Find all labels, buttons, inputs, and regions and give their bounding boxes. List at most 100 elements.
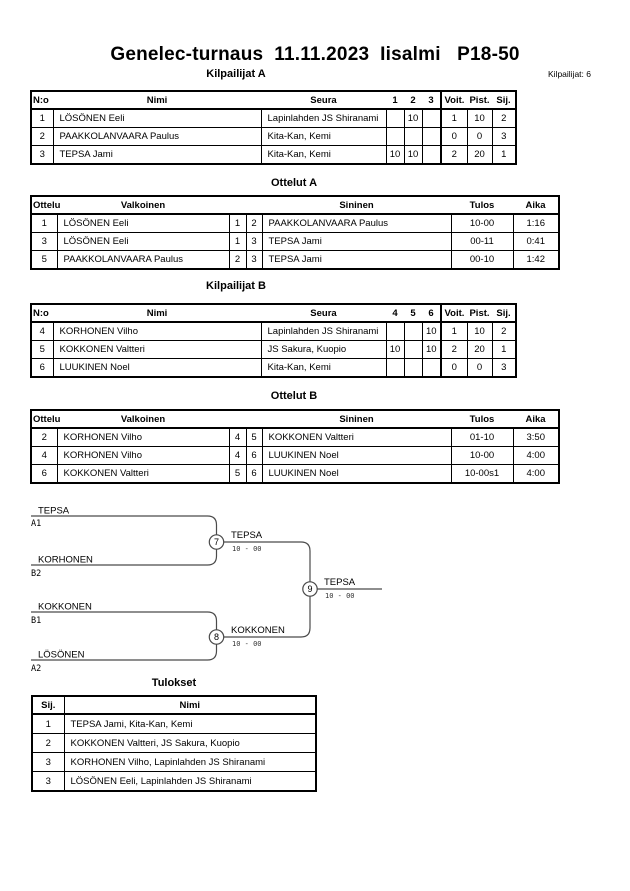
- cell-pist: 10: [466, 321, 493, 341]
- cell-sij: 2: [491, 321, 517, 341]
- col-header-sno: [246, 410, 262, 429]
- cell-score-2: 10: [403, 145, 423, 165]
- cell-nimi: TEPSA Jami: [52, 145, 262, 165]
- cell-result: 00-11: [450, 232, 514, 251]
- col-header-1: 1: [386, 91, 404, 110]
- ottelut-b-table: Ottelu Valkoinen Sininen Tulos Aika 2 KO…: [30, 409, 560, 484]
- cell-seura: Kita-Kan, Kemi: [260, 127, 387, 146]
- col-header-nimi: Nimi: [53, 91, 261, 110]
- cell-score-1: [385, 108, 405, 128]
- bracket-line: [31, 611, 218, 630]
- col-header-sno: [246, 196, 262, 215]
- section-title-ottelut-b: Ottelut B: [270, 390, 318, 402]
- match-7-circle: [208, 534, 225, 550]
- cell-seura: Kita-Kan, Kemi: [260, 358, 387, 378]
- cell-match-no: 1: [30, 213, 58, 233]
- cell-score-5: [403, 321, 423, 341]
- cell-white-name: KORHONEN Vilho: [56, 427, 230, 447]
- cell-seura: JS Sakura, Kuopio: [260, 340, 387, 359]
- cell-no: 2: [30, 127, 54, 146]
- cell-sij: 2: [31, 733, 65, 753]
- cell-pist: 20: [466, 340, 493, 359]
- cell-blue-no: 3: [245, 232, 263, 251]
- cell-time: 4:00: [512, 446, 560, 465]
- bracket-competitor: KOKKONEN: [38, 602, 92, 613]
- cell-sij: 1: [491, 340, 517, 359]
- cell-score-4: [385, 321, 405, 341]
- cell-sij: 1: [491, 145, 517, 165]
- cell-score-3: [421, 127, 442, 146]
- table-row: 2 PAAKKOLANVAARA Paulus Kita-Kan, Kemi 0…: [30, 127, 517, 146]
- col-header-2: 2: [404, 91, 422, 110]
- match-7-number: 7: [214, 537, 219, 547]
- page-title: Genelec-turnaus 11.11.2023 Iisalmi P18-5…: [110, 44, 520, 65]
- cell-score-4: [385, 358, 405, 378]
- bracket-seed: A2: [31, 664, 41, 674]
- cell-result: 01-10: [450, 427, 514, 447]
- bracket-seed: B2: [31, 569, 41, 579]
- cell-white-name: LÖSÖNEN Eeli: [56, 213, 230, 233]
- col-header-no: N:o: [31, 91, 53, 110]
- cell-white-no: 4: [228, 446, 247, 465]
- cell-score-1: 10: [385, 145, 405, 165]
- cell-blue-name: LUUKINEN Noel: [261, 446, 452, 465]
- col-header-aika: Aika: [513, 410, 559, 429]
- table-row: 1 TEPSA Jami, Kita-Kan, Kemi: [31, 713, 317, 734]
- cell-blue-no: 3: [245, 250, 263, 270]
- bracket-competitor: KORHONEN: [38, 555, 93, 566]
- cell-white-no: 4: [228, 427, 247, 447]
- bracket-line: [223, 541, 311, 582]
- cell-sij: 1: [31, 713, 65, 734]
- table-row: 3 KORHONEN Vilho, Lapinlahden JS Shirana…: [31, 752, 317, 772]
- competitors-count-note: Kilpailijat: 6: [548, 69, 591, 79]
- cell-match-no: 6: [30, 464, 58, 484]
- cell-blue-name: LUUKINEN Noel: [261, 464, 452, 484]
- cell-result: 10-00: [450, 446, 514, 465]
- cell-no: 5: [30, 340, 54, 359]
- header-row: Ottelu Valkoinen Sininen Tulos Aika: [31, 196, 559, 215]
- ottelut-a-table: Ottelu Valkoinen Sininen Tulos Aika 1 LÖ…: [30, 195, 560, 270]
- cell-nimi: TEPSA Jami, Kita-Kan, Kemi: [63, 713, 317, 734]
- col-header-voit: Voit.: [440, 91, 467, 110]
- bracket-seed: A1: [31, 519, 41, 529]
- cell-score-6: 10: [421, 340, 442, 359]
- table-row: 1 LÖSÖNEN Eeli Lapinlahden JS Shiranami …: [30, 108, 517, 128]
- col-header-5: 5: [404, 304, 422, 323]
- cell-blue-no: 6: [245, 464, 263, 484]
- cell-no: 1: [30, 108, 54, 128]
- cell-score-5: [403, 340, 423, 359]
- bracket-competitor: LÖSÖNEN: [38, 650, 85, 661]
- col-header-ottelu: Ottelu: [31, 410, 60, 429]
- col-header-4: 4: [386, 304, 404, 323]
- table-row: 1 LÖSÖNEN Eeli 1 2 PAAKKOLANVAARA Paulus…: [30, 213, 560, 233]
- cell-blue-name: PAAKKOLANVAARA Paulus: [261, 213, 452, 233]
- col-header-tulos: Tulos: [451, 410, 513, 429]
- cell-score-2: 10: [403, 108, 423, 128]
- cell-time: 3:50: [512, 427, 560, 447]
- cell-blue-no: 2: [245, 213, 263, 233]
- cell-nimi: PAAKKOLANVAARA Paulus: [52, 127, 262, 146]
- col-header-pist: Pist.: [467, 304, 492, 323]
- cell-match-no: 4: [30, 446, 58, 465]
- cell-white-no: 5: [228, 464, 247, 484]
- cell-white-no: 1: [228, 232, 247, 251]
- playoff-bracket: 7 8 9 TEPSA A1 KORHONEN B2 KOKKONEN B1 L…: [31, 506, 382, 674]
- bracket-line: [31, 515, 218, 535]
- col-header-aika: Aika: [513, 196, 559, 215]
- col-header-vno: [229, 196, 246, 215]
- cell-sij: 2: [491, 108, 517, 128]
- tulokset-table: Sij. Nimi 1 TEPSA Jami, Kita-Kan, Kemi 2…: [31, 695, 317, 792]
- bracket-winner-semi2: KOKKONEN: [231, 625, 285, 636]
- cell-time: 4:00: [512, 464, 560, 484]
- cell-voit: 0: [440, 127, 468, 146]
- cell-sij: 3: [31, 771, 65, 792]
- col-header-vno: [229, 410, 246, 429]
- col-header-3: 3: [422, 91, 441, 110]
- section-title-kilpailijat-b: Kilpailijat B: [206, 280, 266, 292]
- col-header-nimi: Nimi: [63, 696, 316, 715]
- col-header-sij: Sij.: [32, 696, 64, 715]
- col-header-sininen: Sininen: [262, 196, 451, 215]
- table-row: 4 KORHONEN Vilho Lapinlahden JS Shiranam…: [30, 321, 517, 341]
- col-header-sininen: Sininen: [262, 410, 451, 429]
- table-row: 3 TEPSA Jami Kita-Kan, Kemi 10 10 2 20 1: [30, 145, 517, 165]
